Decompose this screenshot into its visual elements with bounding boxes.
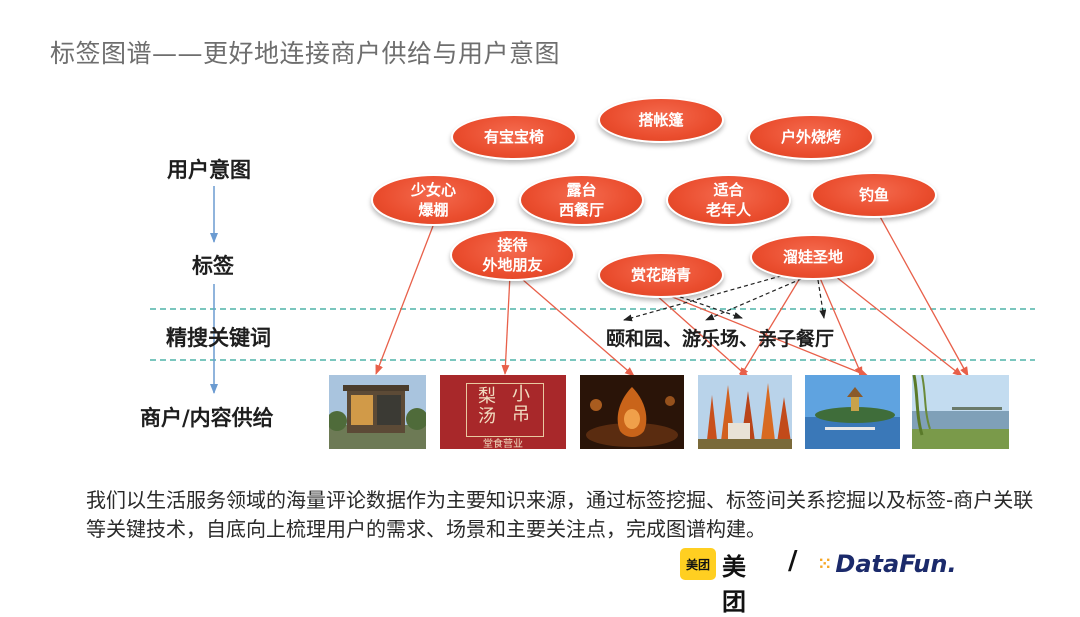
tag-label: 西餐厅 <box>558 201 604 219</box>
datafun-dots-icon: ⁙ <box>818 554 832 573</box>
arrow-shaonvxin-thumb1 <box>375 225 434 375</box>
tag-label: 钓鱼 <box>858 186 889 204</box>
layer-label-intent: 用户意图 <box>167 157 251 182</box>
tag-label: 老年人 <box>705 201 751 219</box>
page-title: 标签图谱——更好地连接商户供给与用户意图 <box>50 39 561 68</box>
dashed-arrow-liuwa-keyword2 <box>705 275 809 321</box>
arrow-liuwa-thumb5 <box>819 277 863 377</box>
supply-thumb-summer-palace <box>805 375 900 449</box>
dashed-arrow-liuwa-keyword1 <box>623 271 796 322</box>
supply-thumb-food <box>580 375 684 449</box>
tag-label: 搭帐篷 <box>638 111 684 129</box>
tag-label: 赏花踏青 <box>630 266 691 284</box>
supply-thumb-restaurant-sign: 小吊 梨汤 堂食营业 <box>440 375 566 449</box>
layer-label-supply: 商户/内容供给 <box>140 405 274 430</box>
arrow-jiedai-thumb2 <box>501 274 511 375</box>
tag-label: 适合 <box>713 181 744 199</box>
search-keywords: 颐和园、游乐场、亲子餐厅 <box>606 328 835 350</box>
supply-thumb-autumn-trees <box>698 375 792 449</box>
tag-bubble-lutai: 露台西餐厅 <box>519 174 644 226</box>
sign-text-xiaodiao: 小吊 <box>512 384 530 425</box>
layer-label-tag: 标签 <box>192 253 234 278</box>
tag-bubble-laonianren: 适合老年人 <box>666 174 791 226</box>
tag-bubble-diaoyu: 钓鱼 <box>811 172 937 218</box>
supply-thumb-building <box>329 375 426 449</box>
tag-label: 少女心 <box>410 181 456 199</box>
logo-separator: / <box>788 546 798 576</box>
datafun-logo: ⁙DataFun. <box>818 550 957 578</box>
tag-bubble-jiedai: 接待外地朋友 <box>450 229 575 281</box>
tag-label: 外地朋友 <box>482 256 543 274</box>
meituan-wordmark: 美团 <box>722 553 746 616</box>
tag-bubble-shanghua: 赏花踏青 <box>598 252 724 298</box>
tag-bubble-huwaishaokao: 户外烧烤 <box>748 114 874 160</box>
tag-bubble-liuwa: 溜娃圣地 <box>750 234 876 280</box>
datafun-wordmark: DataFun. <box>835 550 957 578</box>
supply-thumb-lake <box>912 375 1009 449</box>
arrow-shanghua-thumb4 <box>654 293 749 378</box>
layer-label-keyword: 精搜关键词 <box>166 325 271 350</box>
arrow-liuwa-thumb4 <box>739 277 801 378</box>
description-text: 我们以生活服务领域的海量评论数据作为主要知识来源，通过标签挖掘、标签间关系挖掘以… <box>86 488 1034 541</box>
meituan-logo: 美团 <box>680 548 716 580</box>
tag-label: 露台 <box>566 181 597 199</box>
arrow-liuwa-thumb6 <box>834 275 963 377</box>
tag-bubble-baobaoyi: 有宝宝椅 <box>451 114 577 160</box>
tag-label: 有宝宝椅 <box>483 128 544 146</box>
sign-text-tangshi: 堂食营业 <box>483 439 523 449</box>
tag-label: 接待 <box>497 236 528 254</box>
arrow-jiedai-thumb3 <box>514 272 635 377</box>
tag-label: 爆棚 <box>418 201 449 219</box>
arrow-shanghua-thumb5 <box>664 293 869 377</box>
tag-label: 溜娃圣地 <box>782 248 843 266</box>
arrow-diaoyu-thumb6 <box>877 212 969 377</box>
sign-text-litang: 梨汤 <box>478 386 496 427</box>
tag-bubble-dazhangpeng: 搭帐篷 <box>598 97 724 143</box>
tag-bubble-shaonvxin: 少女心爆棚 <box>371 174 496 226</box>
tag-label: 户外烧烤 <box>780 128 841 146</box>
